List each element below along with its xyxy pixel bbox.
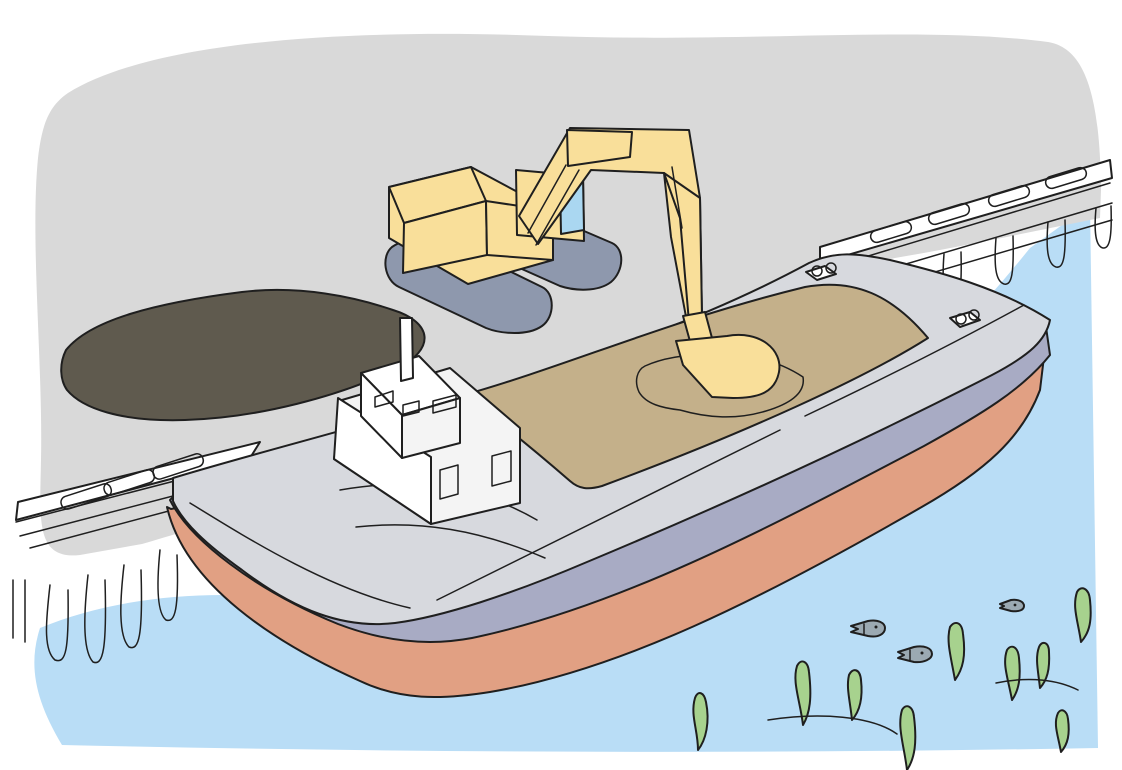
seaweed-group [692, 587, 1092, 770]
right-quay-cleats [869, 166, 1088, 244]
seaweed [947, 621, 966, 681]
excavator-boom [518, 127, 781, 399]
left-quay-piles [12, 549, 179, 664]
left-quay-edge [12, 441, 261, 664]
fish [850, 619, 886, 638]
left-quay-cleats [60, 453, 205, 510]
seaweed [692, 692, 709, 751]
seaweed [794, 660, 812, 726]
fish [897, 645, 933, 664]
seaweed [1074, 587, 1092, 643]
excavator [384, 127, 781, 399]
seaweed [1004, 645, 1021, 701]
deck-bollards [805, 262, 981, 328]
seaweed [899, 705, 917, 770]
fish [999, 598, 1025, 613]
seaweed [846, 669, 863, 721]
fish-group [850, 598, 1025, 664]
cargo-hold [463, 283, 929, 490]
seaweed [1036, 641, 1051, 689]
barge [166, 253, 1051, 699]
pilot-cabin [333, 317, 521, 525]
quay-surface [35, 33, 1102, 556]
seaweed [1054, 709, 1070, 753]
